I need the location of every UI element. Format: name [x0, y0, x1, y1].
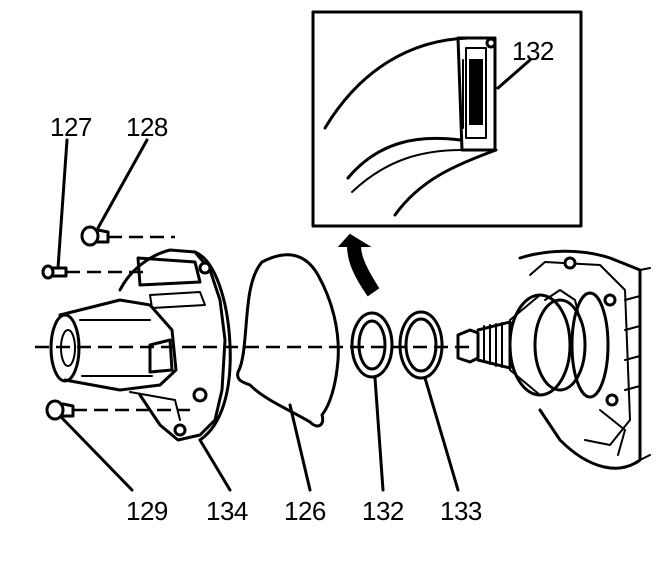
- leader-126: [288, 403, 312, 492]
- callout-129: 129: [126, 496, 168, 526]
- snap-ring-133: [398, 310, 444, 380]
- leader-inset-132: [496, 58, 532, 90]
- stud-127: [41, 264, 150, 280]
- leader-128: [96, 138, 149, 230]
- leader-127: [56, 138, 69, 270]
- callout-132: 132: [362, 496, 404, 526]
- bolt-128: [80, 225, 175, 247]
- seal-132: [350, 311, 394, 379]
- callout-133: 133: [440, 496, 482, 526]
- seal-cross-section: [323, 36, 498, 217]
- leader-134: [198, 438, 232, 492]
- bolt-129: [45, 399, 190, 421]
- detail-arrow: [337, 233, 380, 297]
- callout-127: 127: [50, 112, 92, 142]
- inset-frame: [311, 10, 583, 228]
- leader-132: [373, 376, 385, 492]
- seal-detail-inset: [311, 10, 583, 228]
- extension-housing-134: [49, 248, 232, 442]
- gasket-126: [236, 253, 340, 428]
- callout-inset-132: 132: [512, 36, 554, 66]
- leader-133: [423, 376, 460, 492]
- callout-126: 126: [284, 496, 326, 526]
- leader-129: [60, 416, 134, 492]
- callout-134: 134: [206, 496, 248, 526]
- callout-128: 128: [126, 112, 168, 142]
- transmission-case: [456, 249, 651, 470]
